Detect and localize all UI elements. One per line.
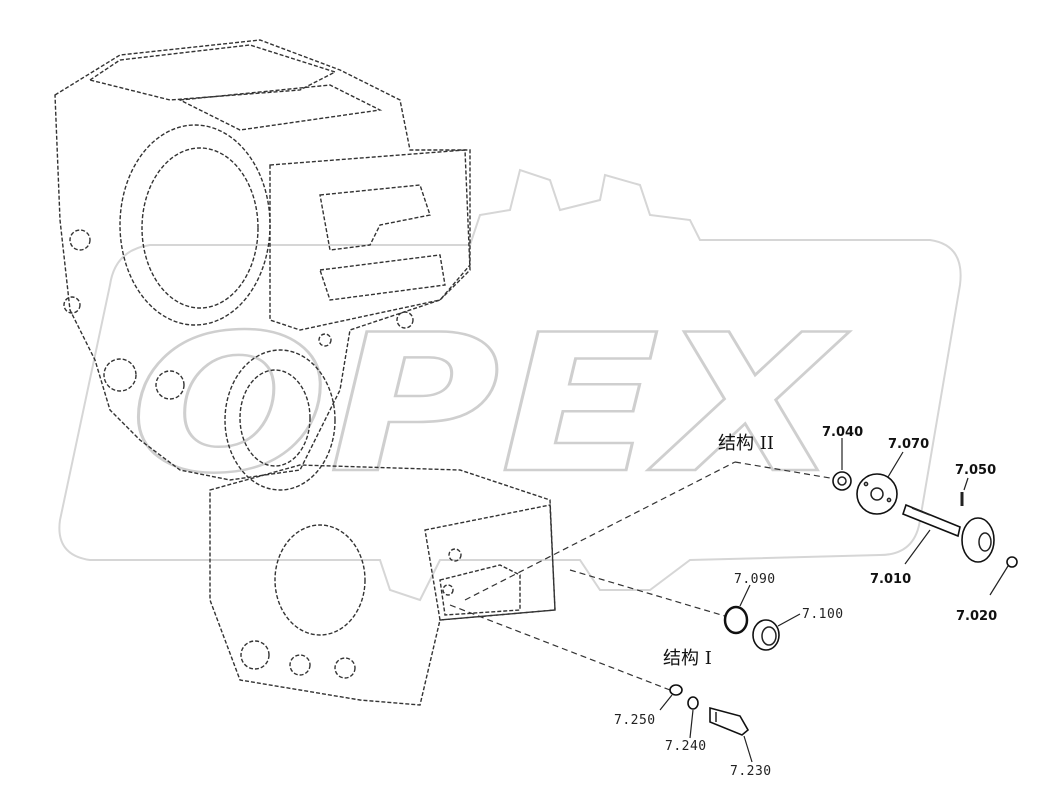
flange-plate-hole-a (863, 481, 869, 487)
part-7230-fitting (709, 706, 750, 736)
leader-7070 (887, 451, 904, 478)
part-label-7020: 7.020 (956, 609, 997, 624)
assembly-lines (449, 461, 831, 691)
washer-inner (837, 476, 847, 486)
housing-lower-outline (209, 464, 556, 706)
nut-shape (1006, 556, 1018, 568)
part-label-7010: 7.010 (870, 572, 911, 587)
lower-bore (274, 524, 366, 636)
part-7240-seal-ring (687, 696, 699, 710)
part-label-7100: 7.100 (802, 607, 844, 622)
seal-ring-shape (669, 684, 683, 696)
assembly-line-struct-2 (464, 461, 736, 601)
flange-plate-hole-b (886, 497, 892, 503)
assembly-line-7250 (449, 604, 671, 691)
boss-hole-6 (318, 333, 332, 347)
shaft-spline (911, 507, 931, 516)
small-ring-shape (687, 696, 699, 710)
housing-lower-notch (439, 564, 521, 616)
watermark-gear-outline (58, 168, 962, 602)
plate-hole-2 (442, 584, 454, 596)
leader-7010 (904, 529, 931, 565)
housing-lower-side-plate (424, 504, 556, 621)
shaft-flange (961, 517, 995, 563)
opex-watermark: OPEX (58, 168, 962, 602)
valve-passage-2 (319, 254, 446, 301)
transmission-housing (54, 39, 556, 706)
valve-plate (269, 149, 471, 331)
part-label-7040: 7.040 (822, 425, 863, 440)
housing-top-face (88, 44, 337, 101)
leader-7050 (963, 477, 969, 491)
boss-hole-5 (396, 311, 414, 329)
housing-top-rail (177, 84, 383, 131)
leader-7020 (989, 565, 1009, 596)
boss-hole-4 (63, 296, 81, 314)
part-7040-washer (832, 471, 852, 491)
structure-1-label: 结构 I (663, 648, 712, 669)
flange-plate-outer (856, 473, 898, 515)
part-7010-shaft (902, 503, 995, 563)
leader-7230 (743, 735, 753, 763)
part-7070-flange-plate (856, 473, 898, 515)
o-ring-shape (723, 605, 749, 635)
boss-hole-3 (155, 370, 185, 400)
leader-7090 (739, 584, 751, 607)
plate-hole-1 (448, 548, 462, 562)
plug-face (761, 626, 777, 646)
part-label-7230: 7.230 (730, 764, 772, 779)
leader-7100 (777, 613, 801, 627)
shaft-body (902, 503, 961, 538)
part-label-7240: 7.240 (665, 739, 707, 754)
housing-inner-bore (141, 147, 259, 309)
washer-outer (832, 471, 852, 491)
part-label-7090: 7.090 (734, 572, 776, 587)
valve-passage-1 (319, 184, 431, 251)
boss-hole-2 (103, 358, 137, 392)
assembly-line-7090 (569, 569, 746, 623)
part-7090-o-ring (723, 605, 749, 635)
part-label-7050: 7.050 (955, 463, 996, 478)
lower-boss-1 (240, 640, 270, 670)
part-label-7070: 7.070 (888, 437, 929, 452)
part-7020-nut (1006, 556, 1018, 568)
flange-plate-center (870, 487, 884, 501)
lower-boss-2 (289, 654, 311, 676)
assembly-line-7040 (734, 461, 831, 479)
part-7100-plug (752, 619, 780, 651)
lower-front-bore-inner (239, 369, 311, 467)
fitting-body (709, 706, 750, 736)
leader-lines (659, 438, 1009, 763)
lower-boss-3 (334, 657, 356, 679)
watermark-text: OPEX (130, 294, 850, 515)
structure-2-label: 结构 II (718, 433, 774, 454)
plug-head (752, 619, 780, 651)
part-7250-seal-ring (669, 684, 683, 696)
part-label-7250: 7.250 (614, 713, 656, 728)
leader-7250 (659, 694, 673, 711)
shaft-flange-hub (978, 532, 992, 552)
boss-hole-1 (69, 229, 91, 251)
lower-front-bore (224, 349, 336, 491)
leader-7240 (689, 709, 694, 739)
housing-upper-outline (54, 39, 471, 481)
